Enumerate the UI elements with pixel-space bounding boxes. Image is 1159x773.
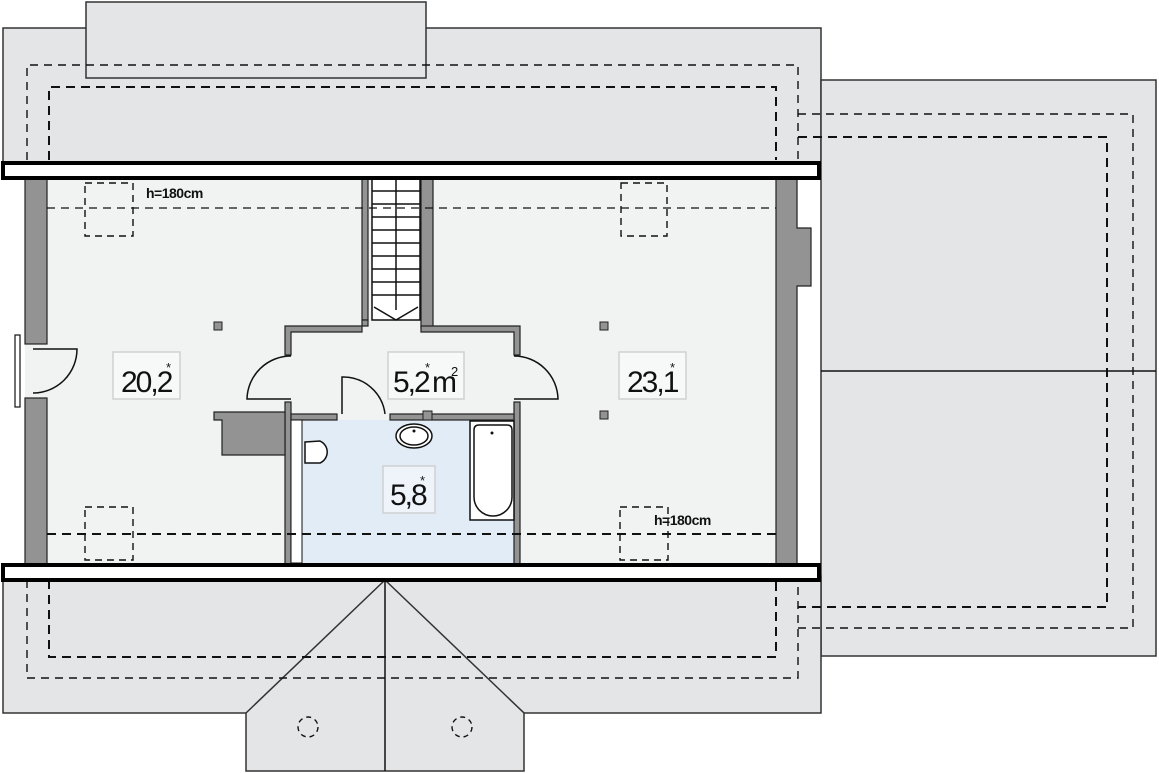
stair-wall-right — [420, 177, 434, 329]
label-box — [618, 351, 687, 400]
bath-wall-top-left — [290, 413, 338, 421]
area-asterisk: * — [670, 360, 675, 375]
outer-dash-top — [26, 64, 799, 160]
roof-window-bl — [84, 506, 134, 561]
hall-wall-left-lower — [284, 401, 292, 565]
bathtub-basin — [473, 424, 513, 517]
area-unit-sup: 2 — [451, 364, 458, 379]
bath-wall-top-right — [389, 413, 515, 421]
washbasin-inner — [399, 426, 429, 446]
post — [213, 321, 223, 331]
wall-left-upper — [24, 177, 48, 345]
wall-right — [775, 177, 812, 565]
area-asterisk: * — [425, 360, 430, 375]
roof-dashed-outlines — [26, 64, 1134, 679]
hall-wall-top-left — [284, 319, 369, 356]
post — [599, 410, 609, 420]
room-area: 5,2 — [393, 366, 430, 399]
room-area: 20,2 — [121, 366, 173, 399]
bathroom-fixtures — [304, 420, 515, 521]
hall-wall-top-right — [420, 325, 521, 356]
washbasin-drain — [412, 429, 416, 433]
walls — [24, 177, 812, 565]
room-area: 23,1 — [627, 366, 679, 399]
beam-bottom — [1, 563, 821, 582]
window-left — [14, 334, 21, 408]
stair-arrow — [373, 306, 419, 321]
area-asterisk: * — [420, 473, 425, 488]
hall-wall-right-lower — [513, 401, 521, 565]
doors — [14, 334, 559, 415]
bathtub-drain — [490, 431, 494, 435]
roof-window-tl — [84, 182, 134, 237]
porch-lamp-right — [451, 716, 473, 738]
label-box — [387, 351, 465, 400]
dormer-top — [85, 1, 427, 79]
roof-window-tr — [620, 182, 668, 237]
bath-wall-post — [422, 410, 433, 421]
outer-dash-bottom — [26, 580, 799, 679]
chimney-block — [213, 411, 286, 456]
door-bathroom — [341, 376, 386, 415]
roof-right-wing — [820, 79, 1157, 657]
inner-dash-right — [798, 136, 1108, 608]
door-hall-left — [246, 355, 292, 400]
beam-top — [1, 161, 821, 180]
label-box — [382, 465, 436, 514]
stair-wall-left — [361, 177, 369, 321]
wall-left-lower — [24, 397, 48, 565]
bath-wall-inset — [290, 419, 303, 564]
toilet — [304, 440, 328, 464]
height-label-bottom: h=180cm — [654, 512, 711, 528]
stair-treads — [372, 190, 420, 296]
inner-dash-bottom — [48, 580, 777, 658]
door-hall-right — [513, 355, 559, 400]
door-left-exterior — [32, 348, 78, 394]
staircase — [371, 177, 421, 321]
post — [599, 321, 609, 331]
label-box — [112, 351, 181, 400]
room-area: 5,8 — [390, 479, 427, 512]
room-label-bathroom: 5,8 * — [382, 465, 436, 514]
room-label-hall: 5,2 * m 2 — [387, 351, 465, 400]
area-asterisk: * — [166, 360, 171, 375]
height-label-top: h=180cm — [146, 185, 203, 201]
porch-lamp-left — [297, 716, 319, 738]
inner-dash-top — [48, 86, 777, 160]
room-label-right: 23,1 * — [618, 351, 687, 400]
roof-windows — [84, 182, 669, 561]
outer-dash-right — [798, 113, 1134, 629]
room-label-left: 20,2 * — [112, 351, 181, 400]
area-unit: m — [432, 366, 456, 399]
posts — [213, 321, 609, 420]
